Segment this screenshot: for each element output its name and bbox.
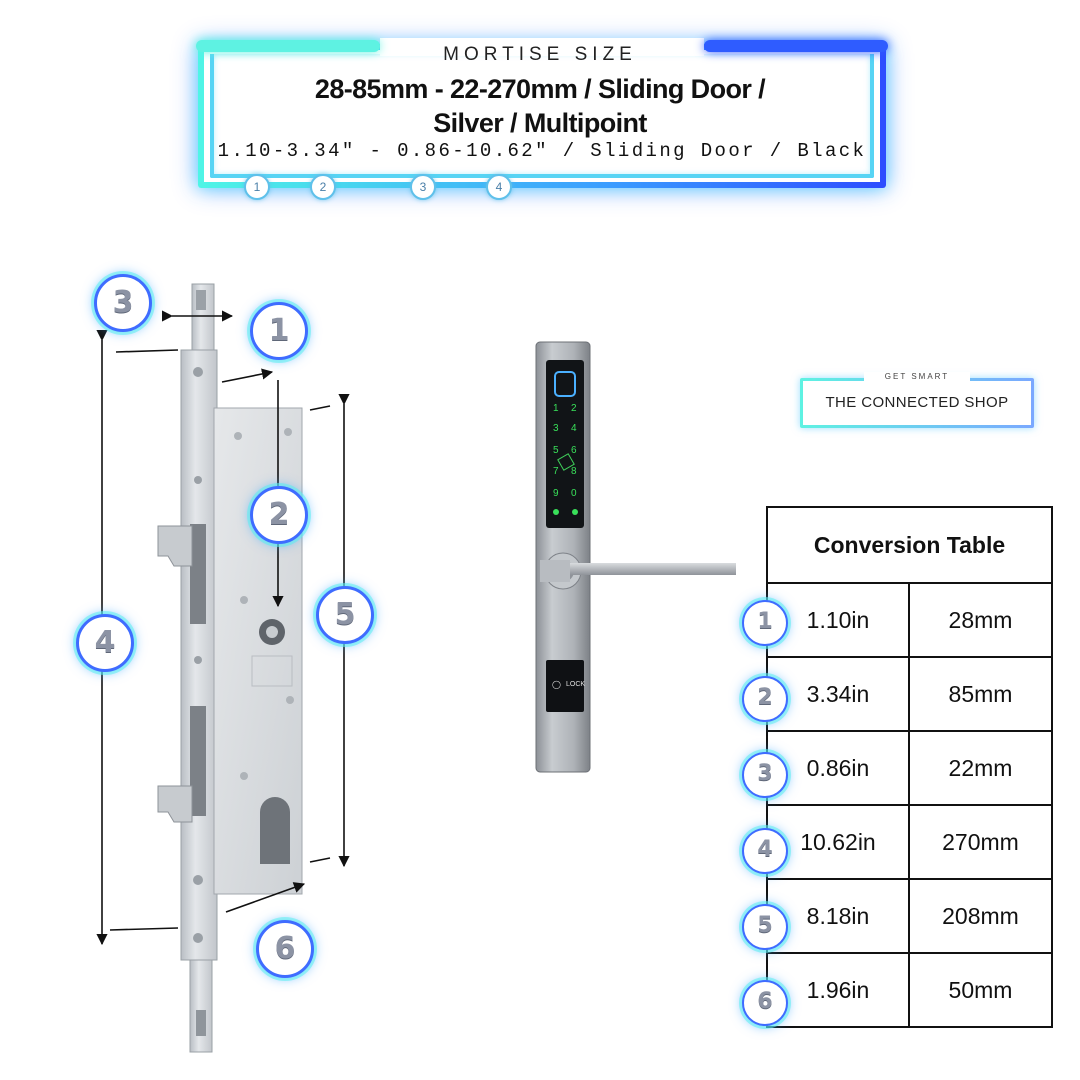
table-row: 1.10in 28mm: [766, 582, 1053, 658]
cell-mm: 50mm: [908, 952, 1053, 1028]
cell-inches: 0.86in: [766, 730, 910, 806]
key-7: 7: [553, 466, 559, 477]
row-badge-4: 4: [742, 828, 788, 874]
badge-2: 2: [250, 486, 308, 544]
header-inner-frame: [210, 54, 874, 178]
key-3: 3: [553, 423, 559, 434]
cell-inches: 10.62in: [766, 804, 910, 880]
key-8: 8: [571, 466, 577, 477]
logo-frame-gap: [864, 372, 970, 382]
logo-frame: [800, 378, 1034, 428]
row-badge-1: 1: [742, 600, 788, 646]
key-5: 5: [553, 445, 559, 456]
cell-inches: 1.96in: [766, 952, 910, 1028]
key-4: 4: [571, 423, 577, 434]
badge-6: 6: [256, 920, 314, 978]
header-cap-left: [196, 40, 380, 52]
table-row: 8.18in 208mm: [766, 878, 1053, 954]
table-row: 1.96in 50mm: [766, 952, 1053, 1028]
key-9: 9: [553, 488, 559, 499]
header-title-line-2: Silver / Multipoint: [433, 108, 647, 138]
header-title-line-1: 28-85mm - 22-270mm / Sliding Door /: [314, 74, 766, 104]
row-badge-3: 3: [742, 752, 788, 798]
cell-mm: 28mm: [908, 582, 1053, 658]
key-2: 2: [571, 403, 577, 414]
header-subtitle: 1.10-3.34" - 0.86-10.62" / Sliding Door …: [217, 140, 867, 162]
table-title: Conversion Table: [766, 506, 1053, 584]
step-dot-2: 2: [310, 174, 336, 200]
mortise-lock: [157, 283, 303, 1053]
smart-handle: [535, 341, 736, 773]
step-dot-4: 4: [486, 174, 512, 200]
table-row: 10.62in 270mm: [766, 804, 1053, 880]
step-dot-1: 1: [244, 174, 270, 200]
badge-1: 1: [250, 302, 308, 360]
lock-icon: ◯: [552, 680, 561, 689]
badge-4: 4: [76, 614, 134, 672]
cell-inches: 1.10in: [766, 582, 910, 658]
badge-5: 5: [316, 586, 374, 644]
logo-name: THE CONNECTED SHOP: [825, 394, 1009, 411]
key-dot-right: [572, 509, 578, 515]
cell-mm: 270mm: [908, 804, 1053, 880]
cell-inches: 3.34in: [766, 656, 910, 732]
header-cap-right: [704, 40, 888, 52]
header-title: 28-85mm - 22-270mm / Sliding Door / Silv…: [240, 72, 840, 140]
key-6: 6: [571, 445, 577, 456]
cell-mm: 85mm: [908, 656, 1053, 732]
key-dot-left: [553, 509, 559, 515]
row-badge-5: 5: [742, 904, 788, 950]
logo-kicker: GET SMART: [884, 372, 950, 381]
header-kicker: MORTISE SIZE: [443, 44, 637, 65]
cell-mm: 208mm: [908, 878, 1053, 954]
table-row: 0.86in 22mm: [766, 730, 1053, 806]
lock-button-label: LOCK: [566, 681, 586, 688]
row-badge-6: 6: [742, 980, 788, 1026]
row-badge-2: 2: [742, 676, 788, 722]
cell-inches: 8.18in: [766, 878, 910, 954]
badge-3: 3: [94, 274, 152, 332]
key-0: 0: [571, 488, 577, 499]
header-frame: [198, 44, 886, 188]
step-dot-3: 3: [410, 174, 436, 200]
key-1: 1: [553, 403, 559, 414]
table-row: 3.34in 85mm: [766, 656, 1053, 732]
conversion-table: Conversion Table 1.10in 28mm 3.34in 85mm…: [766, 506, 1053, 1028]
cell-mm: 22mm: [908, 730, 1053, 806]
table-header-row: Conversion Table: [766, 506, 1053, 584]
header-frame-gap: [380, 38, 704, 56]
